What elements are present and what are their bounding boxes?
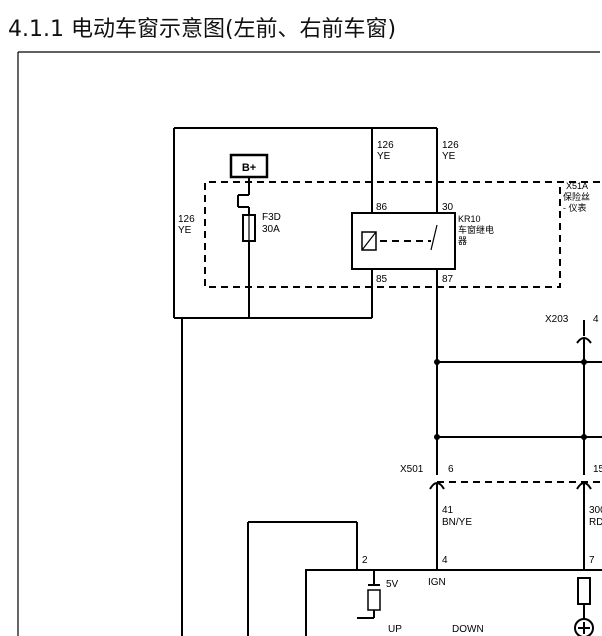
power-source: B+ [229, 153, 269, 179]
wire-top2-color: YE [442, 151, 456, 162]
fuse-f3d [237, 177, 256, 318]
module-down: DOWN [452, 624, 484, 635]
relay-pin-85: 85 [376, 274, 388, 285]
wire-top1-number: 126 [377, 140, 394, 151]
wire-left-number: 126 [178, 214, 195, 225]
relay-kr10 [351, 212, 456, 270]
x501-label: X501 [400, 464, 424, 475]
power-label: B+ [242, 162, 256, 174]
x501-pin-b: 15 [593, 464, 602, 475]
module-pin-7: 7 [589, 555, 595, 566]
wire-left-color: YE [178, 225, 192, 236]
fuse-code: F3D [262, 212, 281, 223]
relay-pin-87: 87 [442, 274, 454, 285]
wire-bottom2-color: RD [589, 517, 602, 528]
frame-border [17, 51, 600, 636]
fuse-block-line1: 保险丝 [563, 191, 590, 202]
bus-lines [434, 359, 602, 440]
relay-code: KR10 [458, 214, 481, 224]
window-switch-module [305, 569, 602, 636]
fuse-block-line2: - 仪表 [563, 202, 587, 213]
module-pin-2: 2 [362, 555, 368, 566]
wire-bottom1-number: 41 [442, 505, 454, 516]
page-title: 4.1.1 电动车窗示意图(左前、右前车窗) [8, 17, 396, 42]
module-voltage: 5V [386, 579, 399, 590]
wire-top2-number: 126 [442, 140, 459, 151]
relay-name-line1: 车窗继电 [458, 224, 494, 235]
wire-bottom1-color: BN/YE [442, 517, 472, 528]
connector-x203 [576, 320, 592, 475]
fuse-block-code: X51A [566, 181, 588, 191]
fuse-block-boundary [204, 181, 600, 288]
relay-pin-30: 30 [442, 202, 454, 213]
module-ign: IGN [428, 577, 446, 588]
module-up: UP [388, 624, 402, 635]
relay-pin-86: 86 [376, 202, 388, 213]
x203-pin: 4 [593, 314, 599, 325]
fuse-rating: 30A [262, 224, 280, 235]
x203-label: X203 [545, 314, 569, 325]
connector-x501 [429, 481, 602, 570]
wire-bottom2-number: 300 [589, 505, 602, 516]
wire-top1-color: YE [377, 151, 391, 162]
module-pin-4: 4 [442, 555, 448, 566]
x501-pin-a: 6 [448, 464, 454, 475]
relay-name-line2: 器 [458, 236, 467, 246]
wire-pin85-return [181, 287, 373, 636]
